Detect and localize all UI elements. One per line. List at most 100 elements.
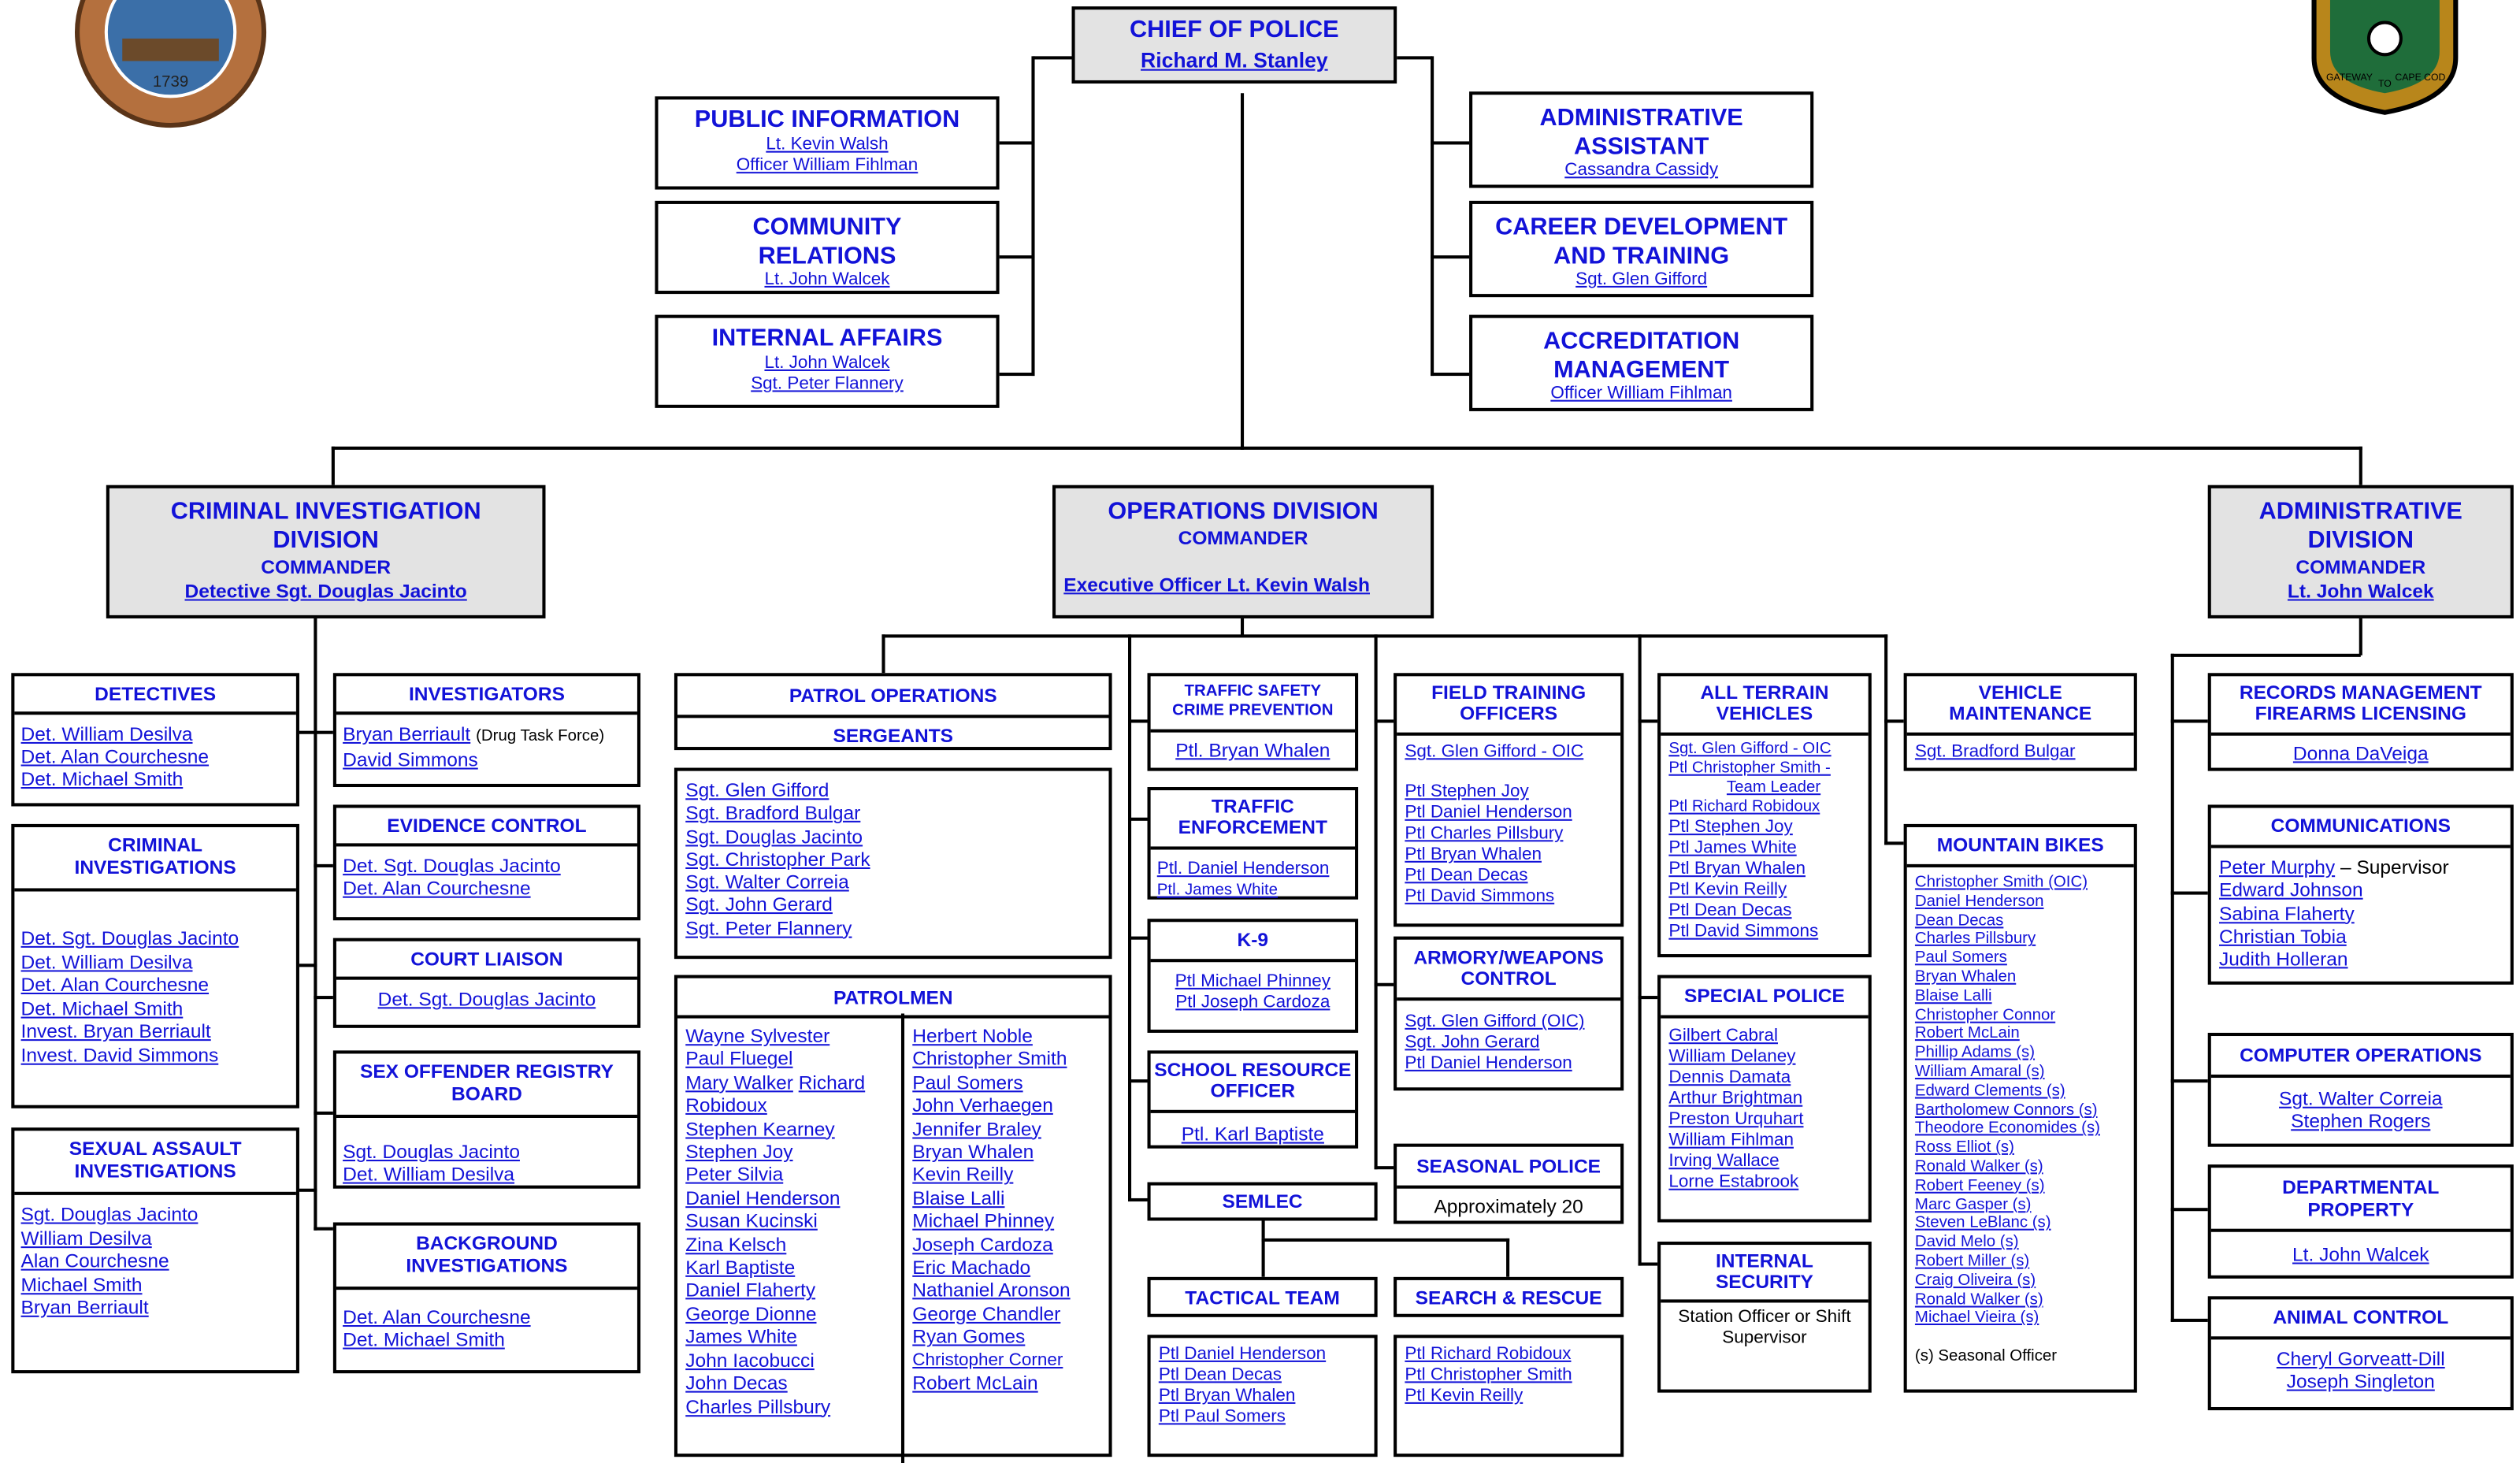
- staff-name[interactable]: Ptl Joseph Cardoza: [1175, 992, 1331, 1012]
- staff-name[interactable]: Sgt. Peter Flannery: [751, 374, 904, 394]
- staff-name[interactable]: Nathaniel Aronson: [912, 1279, 1071, 1302]
- staff-name[interactable]: George Chandler: [912, 1302, 1061, 1325]
- staff-name[interactable]: Steven LeBlanc (s): [1914, 1215, 2051, 1233]
- staff-name[interactable]: Ptl Paul Somers: [1158, 1406, 1286, 1427]
- staff-name[interactable]: Sgt. Walter Correia: [685, 871, 849, 893]
- staff-name[interactable]: Ptl Bryan Whalen: [1668, 859, 1806, 879]
- staff-name[interactable]: James White: [685, 1325, 797, 1349]
- staff-name[interactable]: Christopher Connor: [1914, 1006, 2056, 1024]
- staff-name[interactable]: Edward Johnson: [2219, 878, 2363, 902]
- staff-name[interactable]: Marc Gasper (s): [1914, 1195, 2032, 1214]
- staff-name[interactable]: Michael Vieira (s): [1914, 1309, 2039, 1327]
- staff-name[interactable]: Sgt. Peter Flannery: [685, 916, 852, 940]
- staff-name[interactable]: Joseph Cardoza: [912, 1233, 1053, 1256]
- staff-name[interactable]: Invest. David Simmons: [20, 1043, 219, 1066]
- staff-name[interactable]: Paul Fluegel: [685, 1048, 793, 1071]
- staff-name[interactable]: Stephen Rogers: [2291, 1109, 2431, 1133]
- staff-name[interactable]: Sabina Flaherty: [2219, 901, 2355, 925]
- staff-name[interactable]: Invest. Bryan Berriault: [20, 1019, 211, 1043]
- staff-name[interactable]: Robidoux: [685, 1094, 767, 1117]
- staff-name[interactable]: Karl Baptiste: [685, 1256, 796, 1279]
- staff-name[interactable]: Det. Michael Smith: [20, 997, 184, 1019]
- staff-name[interactable]: Herbert Noble: [912, 1024, 1033, 1048]
- division-commander-name[interactable]: Detective Sgt. Douglas Jacinto: [184, 580, 467, 603]
- staff-name[interactable]: Christian Tobia: [2219, 925, 2347, 948]
- staff-name[interactable]: Ptl. Bryan Whalen: [1175, 738, 1331, 762]
- staff-name[interactable]: Det. Alan Courchesne: [343, 1305, 531, 1329]
- staff-name[interactable]: Stephen Joy: [685, 1140, 793, 1164]
- staff-role[interactable]: Team Leader: [1726, 778, 1821, 797]
- staff-name[interactable]: Det. William Desilva: [343, 1163, 515, 1186]
- staff-name[interactable]: Ptl Kevin Reilly: [1668, 880, 1787, 900]
- staff-name[interactable]: Jennifer Braley: [912, 1117, 1041, 1140]
- staff-name[interactable]: John Verhaegen: [912, 1094, 1053, 1117]
- staff-name[interactable]: Ronald Walker (s): [1914, 1290, 2043, 1309]
- staff-name[interactable]: Christopher Smith (OIC): [1914, 874, 2088, 892]
- staff-name[interactable]: Ptl Dean Decas: [1158, 1365, 1282, 1385]
- staff-name[interactable]: Ptl Charles Pillsbury: [1405, 823, 1564, 844]
- staff-name[interactable]: Bryan Berriault: [20, 1296, 149, 1319]
- staff-name[interactable]: Ptl David Simmons: [1668, 922, 1819, 941]
- staff-name[interactable]: Theodore Economides (s): [1914, 1120, 2100, 1138]
- staff-name[interactable]: Daniel Flaherty: [685, 1279, 816, 1302]
- staff-name[interactable]: Judith Holleran: [2219, 948, 2348, 971]
- staff-name[interactable]: Det. Alan Courchesne: [20, 745, 210, 768]
- staff-name[interactable]: Phillip Adams (s): [1914, 1044, 2036, 1062]
- staff-name[interactable]: Ptl Richard Robidoux: [1668, 798, 1820, 816]
- staff-name[interactable]: Ptl. Karl Baptiste: [1181, 1123, 1324, 1146]
- staff-name[interactable]: Paul Somers: [912, 1071, 1023, 1094]
- staff-name[interactable]: Det. Sgt. Douglas Jacinto: [20, 926, 239, 949]
- chief-name[interactable]: Richard M. Stanley: [1141, 48, 1328, 72]
- staff-name[interactable]: Robert McLain: [912, 1372, 1038, 1394]
- staff-name[interactable]: Edward Clements (s): [1914, 1082, 2065, 1101]
- staff-name[interactable]: Daniel Henderson: [1914, 893, 2044, 911]
- staff-name[interactable]: Ptl Daniel Henderson: [1158, 1344, 1327, 1364]
- staff-name[interactable]: Dennis Damata: [1668, 1068, 1791, 1088]
- staff-name[interactable]: Ptl Daniel Henderson: [1405, 803, 1572, 822]
- staff-name[interactable]: Ptl Stephen Joy: [1668, 817, 1793, 837]
- staff-name[interactable]: Lt. John Walcek: [2292, 1243, 2429, 1266]
- staff-name[interactable]: Sgt. Bradford Bulgar: [685, 801, 861, 825]
- staff-name[interactable]: Cassandra Cassidy: [1564, 160, 1719, 180]
- staff-name[interactable]: Sgt. Douglas Jacinto: [685, 825, 863, 848]
- staff-name[interactable]: Robert Miller (s): [1914, 1253, 2030, 1271]
- staff-name[interactable]: Dean Decas: [1914, 912, 2004, 930]
- staff-name[interactable]: Ptl Dean Decas: [1405, 865, 1528, 886]
- staff-name[interactable]: Ptl Kevin Reilly: [1405, 1386, 1524, 1405]
- staff-name[interactable]: Joseph Singleton: [2286, 1370, 2435, 1393]
- staff-name[interactable]: Bryan Whalen: [1914, 968, 2017, 986]
- staff-name[interactable]: Det. Alan Courchesne: [20, 973, 210, 997]
- staff-name[interactable]: Alan Courchesne: [20, 1249, 169, 1272]
- staff-name[interactable]: Ronald Walker (s): [1914, 1157, 2043, 1176]
- staff-name[interactable]: Donna DaVeiga: [2292, 741, 2429, 765]
- staff-name[interactable]: Bryan Whalen: [912, 1140, 1034, 1164]
- staff-name[interactable]: Officer William Fihlman: [736, 155, 919, 176]
- staff-name[interactable]: Sgt. Glen Gifford: [685, 778, 829, 802]
- staff-name[interactable]: Det. Sgt. Douglas Jacinto: [377, 987, 596, 1011]
- staff-name[interactable]: Blaise Lalli: [1914, 987, 1992, 1005]
- staff-name[interactable]: David Simmons: [343, 748, 478, 771]
- staff-name[interactable]: John Iacobucci: [685, 1348, 815, 1372]
- staff-name[interactable]: Det. William Desilva: [20, 949, 193, 973]
- staff-name[interactable]: Ptl Christopher Smith: [1405, 1365, 1572, 1385]
- staff-name[interactable]: Ptl Bryan Whalen: [1405, 845, 1542, 864]
- staff-name[interactable]: Officer William Fihlman: [1550, 384, 1732, 403]
- staff-name[interactable]: Sgt. John Gerard: [1405, 1032, 1540, 1053]
- staff-name[interactable]: Christopher Smith: [912, 1048, 1067, 1071]
- staff-name[interactable]: Ryan Gomes: [912, 1325, 1026, 1349]
- staff-name[interactable]: Cheryl Gorveatt-Dill: [2276, 1347, 2445, 1371]
- staff-name[interactable]: Arthur Brightman: [1668, 1089, 1803, 1108]
- staff-name[interactable]: Ptl David Simmons: [1405, 886, 1555, 906]
- staff-name[interactable]: Bryan Berriault: [343, 722, 471, 746]
- staff-name[interactable]: Sgt. Glen Gifford (OIC): [1405, 1012, 1585, 1031]
- staff-name[interactable]: Paul Somers: [1914, 949, 2007, 967]
- staff-name[interactable]: Det. William Desilva: [20, 722, 193, 746]
- staff-name[interactable]: Sgt. Walter Correia: [2279, 1087, 2443, 1110]
- staff-name[interactable]: Ptl Michael Phinney: [1175, 971, 1331, 991]
- staff-name[interactable]: Sgt. Douglas Jacinto: [20, 1203, 199, 1226]
- staff-name[interactable]: Peter Murphy: [2219, 856, 2336, 879]
- staff-name[interactable]: Det. Michael Smith: [20, 767, 184, 791]
- staff-name[interactable]: Ptl Bryan Whalen: [1158, 1386, 1296, 1405]
- staff-name[interactable]: Charles Pillsbury: [685, 1394, 831, 1418]
- staff-name[interactable]: Det. Alan Courchesne: [343, 877, 531, 900]
